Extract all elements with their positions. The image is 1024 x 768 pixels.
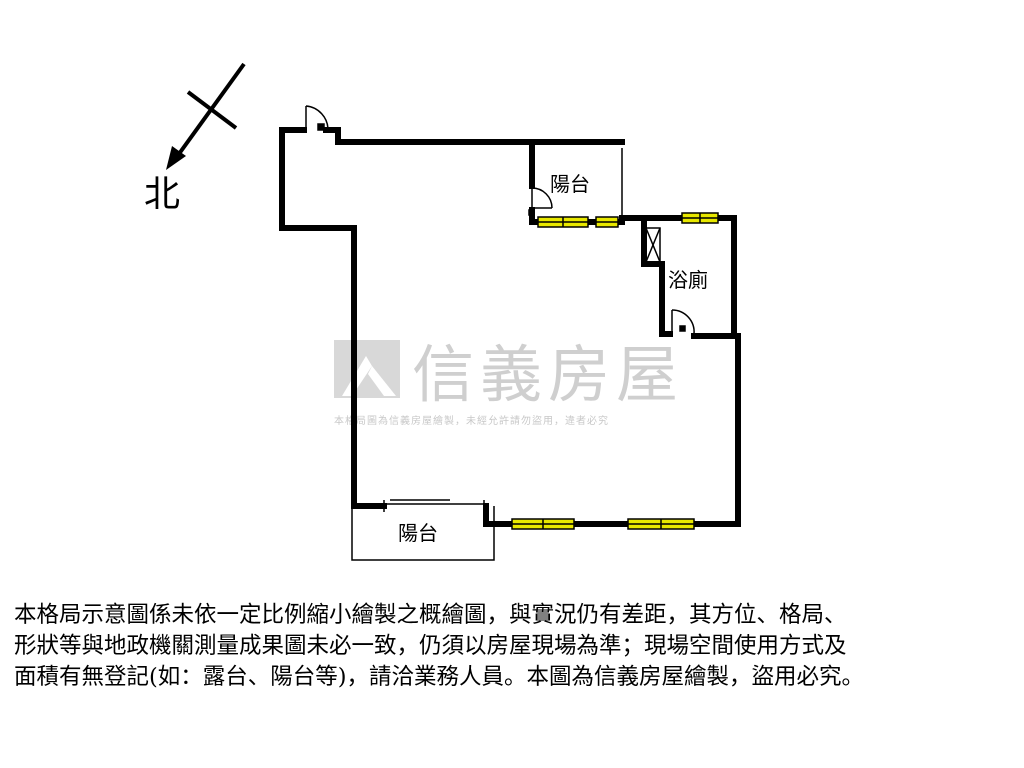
room-label-balcony-bottom: 陽台 — [398, 521, 438, 545]
disclaimer-line: 面積有無登記(如：露台、陽台等)，請洽業務人員。本圖為信義房屋繪製，盜用必究。 — [14, 664, 865, 690]
floor-plan: 北 信義房屋 本格局圖為信義房屋繪製，未經允許請勿盜用，違者必究 — [144, 62, 741, 561]
watermark-note: 本格局圖為信義房屋繪製，未經允許請勿盜用，違者必究 — [334, 414, 609, 427]
brand-logo-icon — [334, 340, 400, 398]
bottom-wall — [483, 333, 741, 527]
windows — [511, 212, 719, 530]
sliding-door-balcony-icon — [383, 500, 485, 512]
watermark-brand: 信義房屋 — [412, 338, 684, 411]
disclaimer-line: 本格局示意圖係未依一定比例縮小繪製之概繪圖，與實況仍有差距，其方位、格局、 — [14, 602, 847, 628]
window-bathroom — [681, 212, 719, 224]
bottom-balcony-railing — [351, 506, 495, 561]
window-bottom-left — [511, 518, 575, 530]
top-wall — [323, 127, 625, 145]
bathroom-left-wall — [641, 219, 673, 337]
room-label-bathroom: 浴廁 — [668, 268, 708, 292]
walls — [279, 127, 741, 527]
north-arrow-icon — [166, 62, 246, 170]
window-balcony-top-small — [595, 216, 619, 228]
door-balcony-top-icon — [528, 187, 553, 216]
disclaimer: 本格局示意圖係未依一定比例縮小繪製之概繪圖，與實況仍有差距，其方位、格局、 形狀… — [14, 600, 1014, 693]
disclaimer-line: 形狀等與地政機關測量成果圖未必一致，仍須以房屋現場為準；現場空間使用方式及 — [14, 633, 847, 659]
window-balcony-top — [537, 216, 589, 228]
watermark: 信義房屋 本格局圖為信義房屋繪製，未經允許請勿盜用，違者必究 — [334, 338, 684, 427]
door-bathroom-icon — [671, 309, 695, 335]
outer-wall — [279, 127, 387, 509]
balcony-window-wall — [529, 207, 737, 339]
closet-cross-icon — [645, 227, 661, 263]
room-label-balcony-top: 陽台 — [550, 172, 590, 196]
door-entrance-icon — [305, 105, 329, 131]
window-bottom-right — [627, 518, 695, 530]
north-label: 北 — [144, 174, 180, 215]
